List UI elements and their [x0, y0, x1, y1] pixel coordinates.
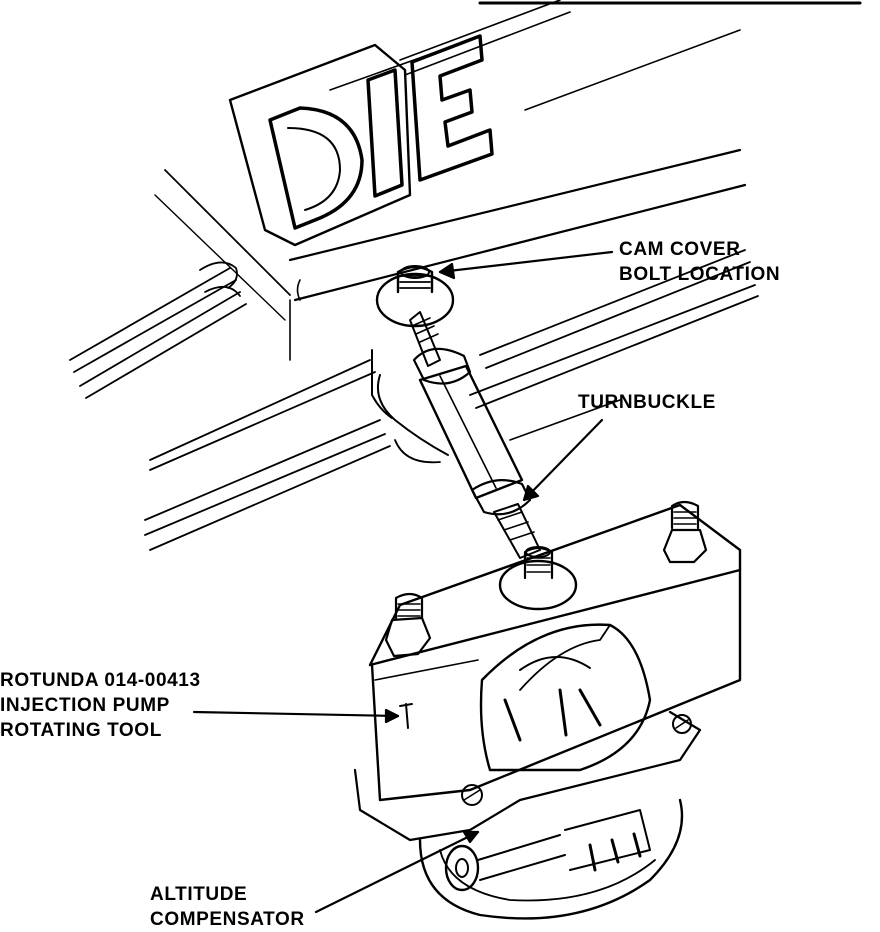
cam-cover-leader	[438, 250, 614, 280]
flange-screws	[461, 714, 692, 806]
rotating-tool-label: ROTUNDA 014-00413 INJECTION PUMP ROTATIN…	[0, 668, 201, 743]
rotunda-label-line3: ROTATING TOOL	[0, 720, 162, 741]
cam-cover	[69, 0, 759, 551]
die-lettering	[228, 34, 494, 247]
altitude-compensator	[418, 798, 684, 920]
rotunda-leader	[192, 708, 400, 724]
right-bolt	[662, 500, 708, 564]
altitude-compensator-label: ALTITUDE COMPENSATOR	[150, 882, 305, 932]
cam-cover-label-line2: BOLT LOCATION	[619, 264, 781, 285]
tool-bolts	[384, 500, 708, 806]
cam-cover-bolt-label: CAM COVER BOLT LOCATION	[619, 237, 780, 287]
altitude-label-line2: COMPENSATOR	[150, 909, 305, 930]
cam-cover-label-line1: CAM COVER	[619, 239, 741, 260]
left-bolt	[384, 592, 432, 658]
turnbuckle-label-line1: TURNBUCKLE	[578, 392, 716, 413]
turnbuckle	[409, 311, 541, 559]
rotunda-label-line1: ROTUNDA 014-00413	[0, 670, 201, 691]
rotating-tool	[353, 503, 742, 842]
turnbuckle-label: TURNBUCKLE	[578, 390, 716, 415]
rotunda-label-line2: INJECTION PUMP	[0, 695, 170, 716]
center-bolt	[523, 546, 554, 580]
altitude-label-line1: ALTITUDE	[150, 884, 248, 905]
callout-leaders	[192, 250, 614, 914]
turnbuckle-leader	[522, 418, 604, 502]
altitude-leader	[314, 830, 480, 914]
cam-cover-bolt	[375, 265, 455, 328]
